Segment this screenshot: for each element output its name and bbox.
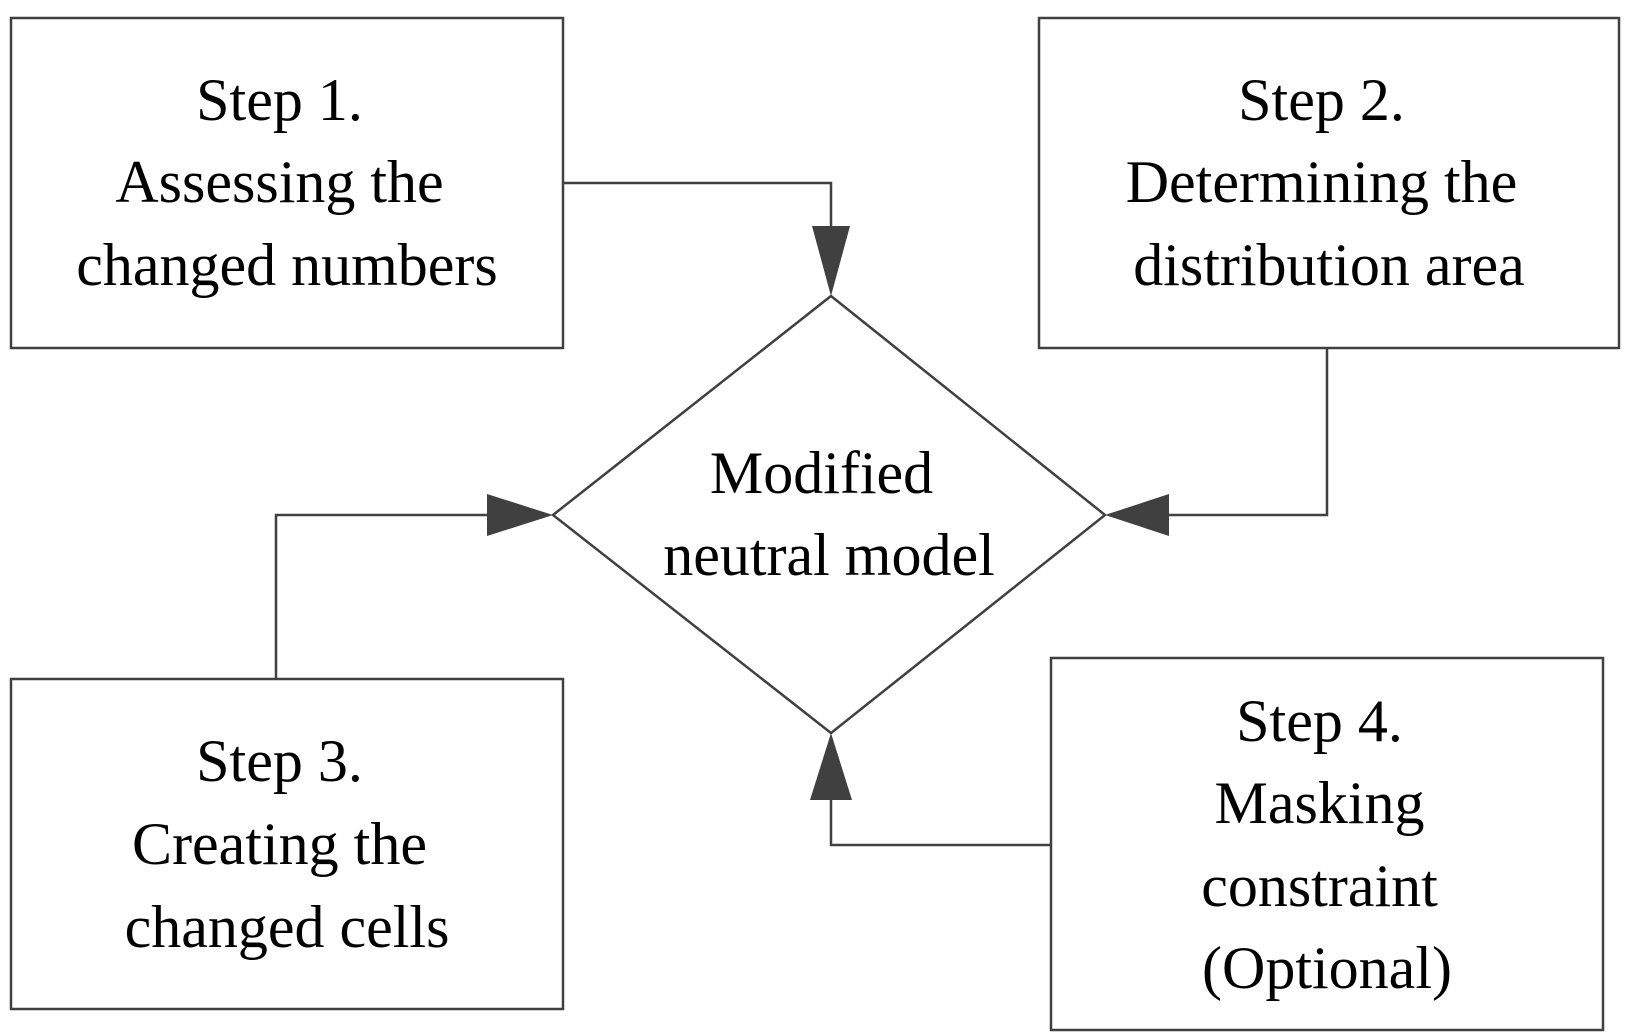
center-line-1: Modified [710,440,933,506]
step-1-box: Step 1. Assessing the changed numbers [9,16,565,350]
step-1-title: Step 1. [196,67,363,133]
step-3-line-2: Creating the [132,811,427,877]
step-4-line-4: (Optional) [1202,935,1452,1001]
step-4-title: Step 4. [1236,688,1403,754]
svg-text:Step 4. Masking co: Step 4. Masking constraint (Optional) [1201,688,1453,1001]
step-4-line-2: Masking [1215,770,1425,836]
step-4-line-3: constraint [1201,853,1438,919]
svg-text:Modified neutral model: Modified neutral model [663,440,995,588]
step-2-title: Step 2. [1238,67,1405,133]
step-2-box: Step 2. Determining the distribution are… [1037,16,1621,350]
connector-step-1 [563,181,850,296]
svg-text:Step 2. Determining the: Step 2. Determining the distribution are… [1126,67,1533,298]
step-2-line-3: distribution area [1133,232,1525,298]
svg-text:Step 1. Assessing the: Step 1. Assessing the changed numbers [76,67,498,298]
arrowhead-right [487,494,553,536]
step-3-title: Step 3. [196,728,363,794]
center-line-2: neutral model [663,522,995,588]
step-3-line-3: changed cells [125,894,450,960]
center-diamond: Modified neutral model [550,294,1108,735]
step-4-box: Step 4. Masking constraint (Optional) [1049,656,1605,1032]
step-1-line-3: changed numbers [76,232,498,298]
arrowhead-left [1105,494,1169,536]
step-3-box: Step 3. Creating the changed cells [9,677,565,1011]
arrowhead-down [812,226,850,296]
connector-step-4 [810,733,1051,847]
arrowhead-up [810,733,852,800]
connector-step-3 [274,494,553,679]
step-2-line-2: Determining the [1126,149,1518,215]
svg-text:Step 3. Creating the: Step 3. Creating the changed cells [125,728,450,960]
step-1-line-2: Assessing the [115,149,443,215]
connector-step-2 [1105,348,1329,536]
